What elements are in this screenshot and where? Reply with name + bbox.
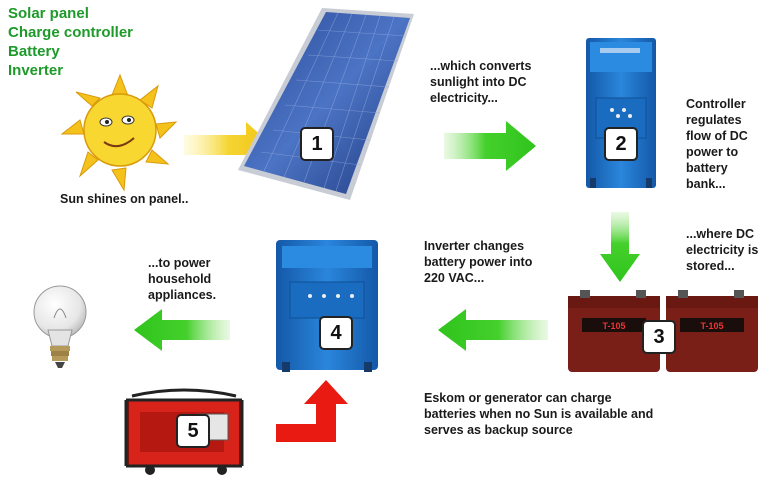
battery-label-2: T-105	[700, 321, 723, 331]
generator-to-inverter-arrow	[276, 380, 348, 442]
caption-stored: ...where DC electricity is stored...	[686, 227, 759, 273]
solar-panel-icon	[238, 8, 414, 200]
sun-icon	[60, 73, 178, 192]
caption-appliances: ...to power household appliances.	[148, 256, 217, 302]
caption-sun: Sun shines on panel..	[60, 192, 189, 206]
legend-item-charge-controller: Charge controller	[8, 24, 134, 41]
caption-generator: Eskom or generator can charge batteries …	[424, 391, 654, 437]
legend-item-inverter: Inverter	[8, 62, 64, 79]
battery-label-1: T-105	[602, 321, 625, 331]
panel-to-controller-arrow	[444, 121, 536, 171]
caption-inverter: Inverter changes battery power into 220 …	[424, 239, 533, 285]
step-badge-5: 5	[176, 414, 210, 448]
charge-controller-icon	[586, 38, 656, 188]
legend-item-battery: Battery	[8, 43, 60, 60]
legend-item-solar-panel: Solar panel	[8, 5, 89, 22]
step-badge-1: 1	[300, 127, 334, 161]
inverter-icon	[276, 240, 378, 372]
caption-controller: Controller regulates flow of DC power to…	[686, 97, 748, 191]
light-bulb-icon	[33, 285, 87, 368]
controller-to-battery-arrow	[600, 212, 640, 282]
step-badge-3: 3	[642, 320, 676, 354]
inverter-to-appliances-arrow	[134, 309, 230, 351]
battery-to-inverter-arrow	[438, 309, 548, 351]
legend: Solar panel Charge controller Battery In…	[8, 4, 133, 80]
step-badge-2: 2	[604, 127, 638, 161]
step-badge-4: 4	[319, 316, 353, 350]
battery-bank-icon: T-105 T-105	[568, 290, 758, 372]
caption-converts: ...which converts sunlight into DC elect…	[430, 59, 532, 105]
